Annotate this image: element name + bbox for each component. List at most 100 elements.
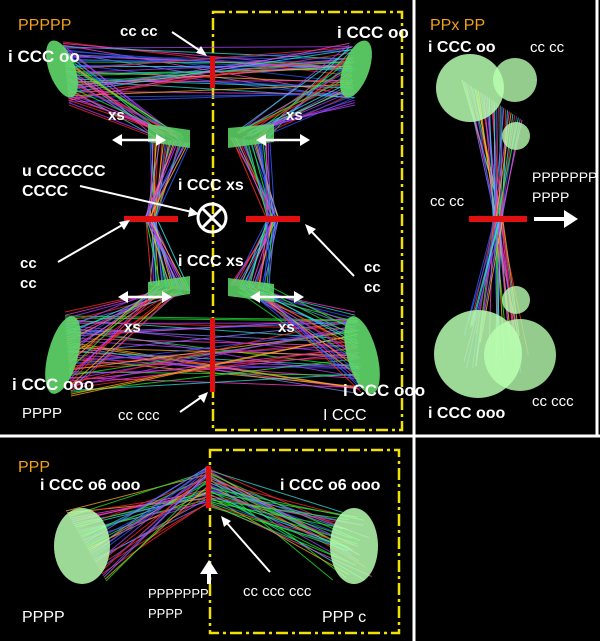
label-xs-tl: xs	[108, 107, 125, 124]
beam-ray	[100, 469, 211, 573]
beam-ray	[145, 218, 153, 286]
beam-ray	[95, 467, 210, 564]
beam-ray	[208, 492, 357, 518]
label-left-cc1: cc	[20, 255, 37, 272]
beam-ray	[210, 501, 348, 530]
bottom-label-arrow-line1: PPPPPPP	[148, 586, 209, 601]
beam-ray	[207, 487, 365, 521]
side-mirror-bottom-large	[434, 310, 522, 398]
beam-ray	[144, 142, 187, 219]
mirror-bottom-right	[344, 316, 380, 394]
plane-top	[210, 56, 215, 88]
beam-ray	[70, 292, 173, 386]
beam-ray	[65, 73, 174, 135]
label-bl-mirror: i CCC ooo	[12, 375, 94, 394]
beam-ray	[69, 289, 159, 383]
bottom-label-bottom-right: PPP c	[322, 609, 366, 626]
label-xs-bl: xs	[124, 319, 141, 336]
beam-ray	[66, 82, 182, 135]
double-arrow-br	[250, 291, 304, 303]
dashed-box-bottom	[208, 448, 401, 635]
pointer-right-focus	[305, 224, 355, 277]
beam-ray	[257, 285, 358, 339]
label-bottom-cc: cc ccc	[118, 407, 160, 424]
beam-ray	[66, 76, 351, 88]
beam-ray	[64, 59, 353, 63]
beam-ray	[249, 283, 362, 393]
beam-ray	[151, 217, 179, 290]
label-u-line1: u CCCCCC	[22, 163, 106, 180]
beam-ray	[231, 137, 268, 221]
beam-ray	[91, 468, 207, 557]
pointer-center-symbol	[79, 185, 199, 217]
beam-ray	[68, 102, 156, 137]
beam-ray	[233, 219, 268, 286]
cross-line-b	[200, 206, 224, 230]
beam-ray	[105, 480, 208, 582]
beam-ray	[64, 63, 185, 138]
beam-ray	[103, 474, 207, 578]
beam-ray	[145, 140, 174, 221]
label-u-line2: CCCC	[22, 183, 69, 200]
double-arrow-bl	[118, 291, 172, 303]
side-label-top-mirror: i CCC oo	[428, 39, 496, 56]
label-xs-br: xs	[278, 319, 295, 336]
label-tr-mirror: i CCC oo	[337, 23, 409, 42]
beam-ray	[99, 473, 211, 571]
beam-ray	[98, 500, 212, 569]
bottom-label-bottom-left: PPPP	[22, 609, 65, 626]
side-label-mid-cc: cc cc	[430, 193, 465, 210]
beam-ray	[65, 63, 350, 99]
plane-left-focus	[124, 216, 178, 222]
double-arrow-tr	[256, 134, 310, 146]
beam-ray	[205, 468, 343, 513]
side-mirror-top-small	[493, 58, 537, 102]
beam-ray	[209, 499, 349, 521]
side-mirror-top-large	[436, 54, 504, 122]
beam-ray	[257, 220, 274, 290]
beam-ray	[66, 286, 163, 329]
pointer-top-plane	[171, 31, 207, 56]
beam-ray	[206, 479, 345, 517]
side-arrow-right	[534, 210, 578, 228]
beam-ray	[243, 56, 351, 139]
side-label-arrow-line2: PPPP	[532, 189, 569, 205]
beam-ray	[486, 96, 498, 218]
side-label-bottom-mirror: i CCC ooo	[428, 405, 506, 422]
beam-layer	[62, 41, 529, 582]
bottom-label-cc: cc ccc ccc	[243, 583, 312, 600]
beam-ray	[239, 49, 350, 130]
pointer-lines	[57, 31, 355, 413]
side-labels: PPx PP i CCC oo cc cc cc cc PPPPPPP PPPP…	[428, 17, 597, 422]
bottom-mirror-left	[54, 508, 110, 584]
beam-ray	[229, 136, 280, 218]
bottom-components	[54, 466, 378, 584]
bottom-label-arrow-line2: PPPP	[148, 606, 183, 621]
bottom-labels: PPP i CCC o6 ooo i CCC o6 ooo PPPPPPP PP…	[18, 459, 381, 626]
side-label-top-cc: cc cc	[530, 39, 565, 56]
beam-ray	[145, 138, 161, 220]
beam-ray	[97, 493, 210, 568]
double-arrows	[112, 134, 310, 303]
beam-ray	[267, 219, 271, 292]
beam-ray	[144, 140, 177, 219]
beam-ray	[63, 46, 353, 49]
beam-ray	[264, 217, 269, 291]
beam-ray	[210, 506, 350, 548]
beam-ray	[266, 142, 268, 219]
mirror-top-left	[46, 40, 78, 98]
side-mirror-mid-upper	[502, 122, 530, 150]
side-title: PPx PP	[430, 17, 485, 34]
beam-ray	[236, 137, 271, 220]
beam-ray	[243, 104, 356, 130]
beam-ray	[209, 496, 350, 575]
label-right-cc1: cc	[364, 259, 381, 276]
bottom-mirror-right	[330, 508, 378, 584]
beam-ray	[69, 290, 163, 377]
label-top-cc: cc cc	[120, 23, 158, 40]
beam-ray	[496, 220, 502, 322]
plane-bottom	[210, 318, 215, 392]
bottom-plane	[206, 466, 211, 508]
main-title: PPPPP	[18, 17, 71, 34]
beam-ray	[261, 290, 362, 390]
